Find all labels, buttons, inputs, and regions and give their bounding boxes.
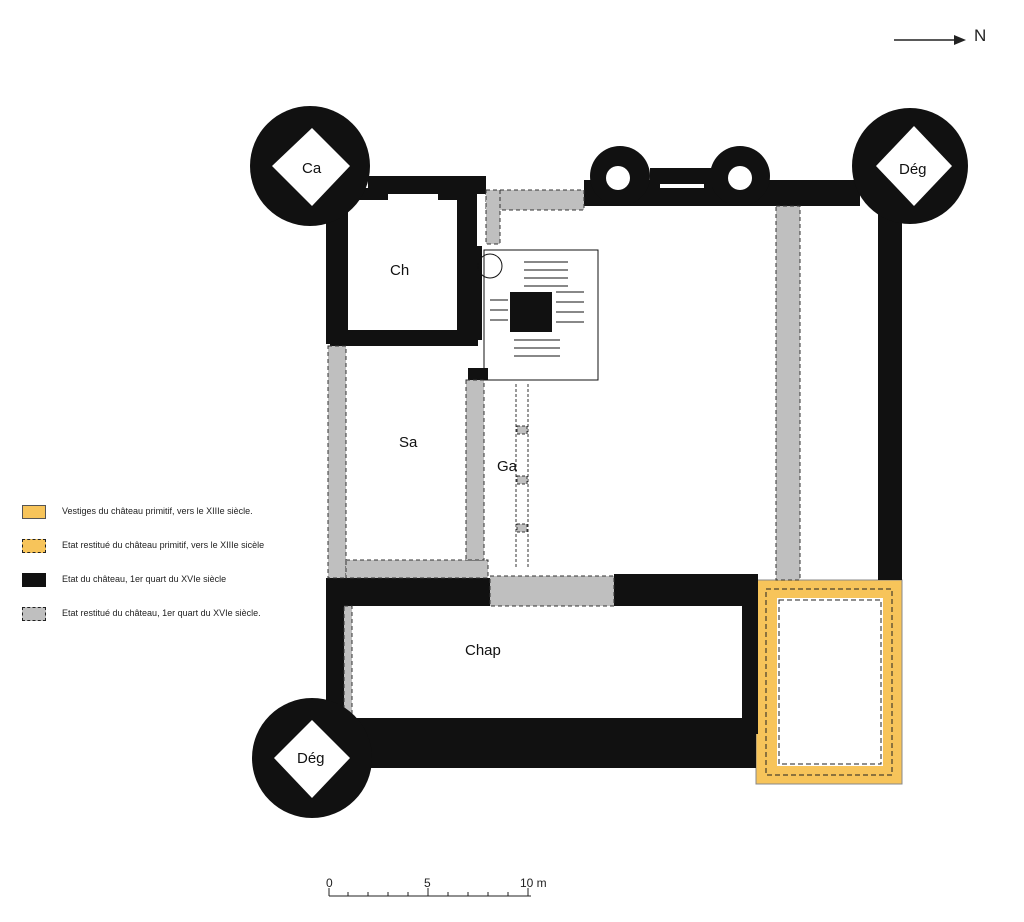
room-label-ca: Ca — [302, 160, 322, 177]
north-arrow — [894, 35, 966, 45]
legend-item: Etat restitué du château primitif, vers … — [22, 537, 322, 555]
walls-restored-16th-century — [327, 189, 801, 717]
grand-staircase — [477, 249, 599, 381]
legend-item: Vestiges du château primitif, vers le XI… — [22, 503, 322, 521]
legend-swatch — [22, 607, 46, 621]
scale-label-10: 10 m — [520, 876, 547, 890]
legend-item: Etat du château, 1er quart du XVIe siècl… — [22, 571, 322, 589]
room-label-deg-ne: Dég — [899, 161, 927, 178]
scale-label-5: 5 — [424, 876, 431, 890]
tower-northwest — [250, 106, 370, 226]
room-label-ch: Ch — [390, 262, 409, 279]
room-label-deg-sw: Dég — [297, 750, 325, 767]
legend-text: Vestiges du château primitif, vers le XI… — [62, 506, 253, 516]
scale-bar — [328, 888, 531, 897]
legend-text: Etat restitué du château primitif, vers … — [62, 540, 265, 550]
legend-swatch — [22, 539, 46, 553]
tower-southwest — [252, 698, 372, 818]
scale-label-0: 0 — [326, 876, 333, 890]
primitive-castle-remains — [755, 579, 903, 785]
room-label-sa: Sa — [399, 434, 418, 451]
turret-interiors — [606, 166, 752, 190]
room-label-ga: Ga — [497, 458, 518, 475]
north-label: N — [974, 26, 987, 45]
room-label-chap: Chap — [465, 642, 501, 659]
tower-northeast — [852, 108, 968, 224]
legend: Vestiges du château primitif, vers le XI… — [22, 503, 322, 639]
legend-swatch — [22, 573, 46, 587]
legend-swatch — [22, 505, 46, 519]
gallery-posts — [515, 384, 529, 568]
legend-text: Etat du château, 1er quart du XVIe siècl… — [62, 574, 227, 584]
legend-item: Etat restitué du château, 1er quart du X… — [22, 605, 322, 623]
legend-text: Etat restitué du château, 1er quart du X… — [62, 608, 261, 618]
